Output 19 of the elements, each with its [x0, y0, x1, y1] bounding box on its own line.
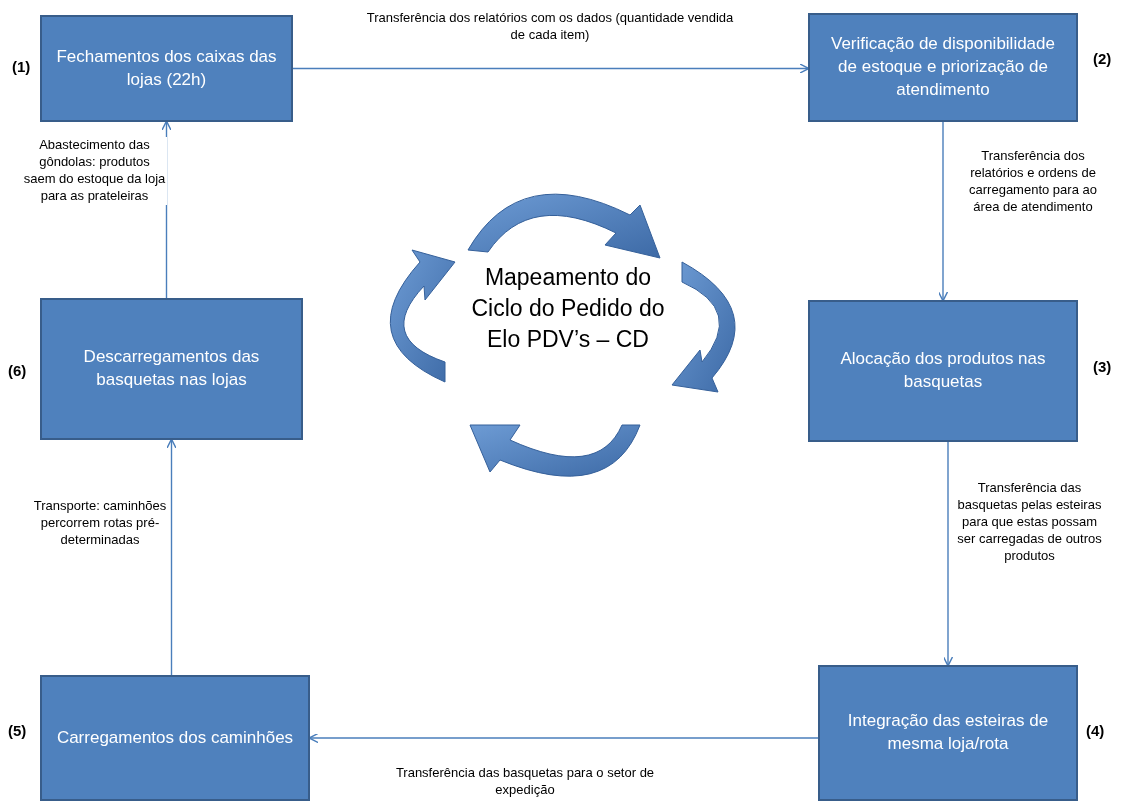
step-number: (4)	[1086, 722, 1105, 739]
edge-label: Abastecimento das gôndolas: produtos saem do estoque da loja para as prateleiras	[22, 137, 167, 205]
step-number: (6)	[8, 362, 27, 379]
process-box: Descarregamentos das basquetas nas lojas	[40, 298, 303, 440]
center-title: Mapeamento do Ciclo do Pedido do Elo PDV’s – CD	[470, 263, 666, 355]
process-box: Fechamentos dos caixas das lojas (22h)	[40, 15, 293, 122]
step-number: (1)	[12, 58, 31, 75]
arrow	[942, 441, 954, 667]
process-box: Integração das esteiras de mesma loja/rota	[818, 665, 1078, 801]
arrow	[292, 63, 810, 74]
arrow	[166, 438, 177, 676]
step-number: (3)	[1093, 358, 1112, 375]
process-box: Carregamentos dos caminhões	[40, 675, 310, 801]
edge-label: Transferência dos relatórios com os dados (quantidade vendida de cada item)	[365, 10, 735, 44]
step-number: (5)	[8, 722, 27, 739]
process-box: Alocação dos produtos nas basquetas	[808, 300, 1078, 442]
arrow	[937, 121, 949, 302]
process-box: Verificação de disponibilidade de estoque e priorização de atendimento	[808, 13, 1078, 122]
step-number: (2)	[1093, 50, 1112, 67]
